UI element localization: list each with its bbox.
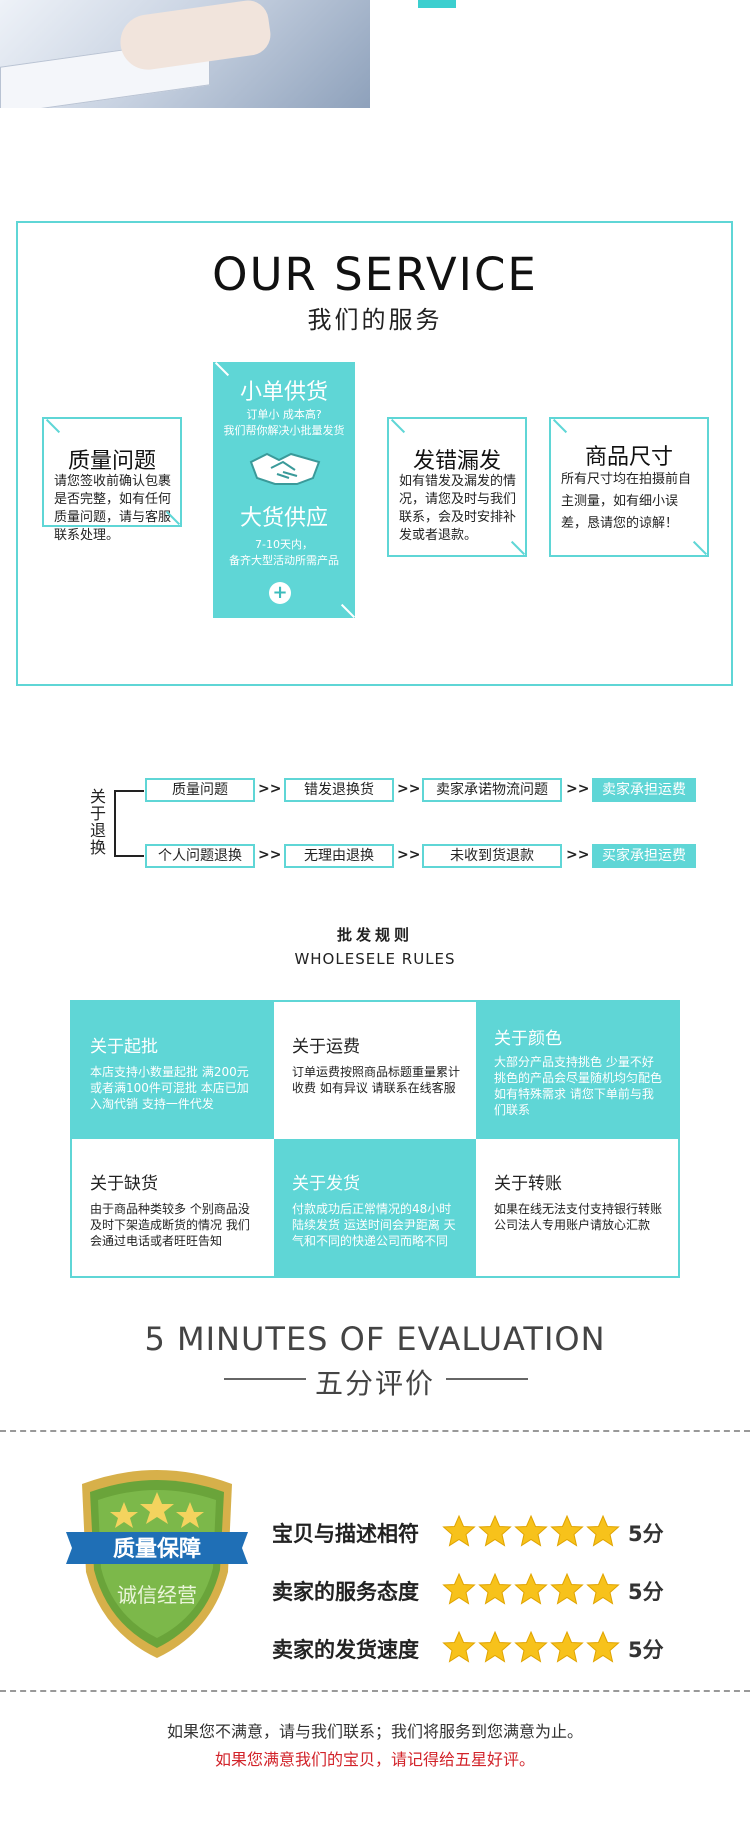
cell-heading: 关于起批: [90, 1037, 158, 1057]
star-icon: [478, 1630, 512, 1663]
star-icon: [550, 1630, 584, 1663]
star-icon: [478, 1514, 512, 1547]
wholesale-cell: 关于缺货 由于商品种类较多 个别商品没及时下架造成断货的情况 我们会通过电话或者…: [72, 1139, 274, 1276]
flow-row1-result: 卖家承担运费: [592, 778, 696, 802]
keyboard-photo: [0, 0, 370, 108]
rating-label: 卖家的发货速度: [272, 1638, 419, 1662]
rating-label: 卖家的服务态度: [272, 1580, 419, 1604]
flow-row2-step3: 未收到货退款: [422, 844, 562, 868]
flow-row1-step3: 卖家承诺物流问题: [422, 778, 562, 802]
service-title: OUR SERVICE: [212, 248, 538, 301]
badge-top-text: 质量保障: [113, 1536, 201, 1562]
wholesale-title: 批发规则: [336, 926, 413, 944]
badge-bottom-text: 诚信经营: [117, 1583, 197, 1607]
cell-body: 大部分产品支持挑色 少量不好挑色的产品会尽量随机均匀配色 如有特殊需求 请您下单…: [494, 1055, 663, 1117]
evaluation-subtitle: 五分评价: [314, 1367, 435, 1400]
cell-heading: 关于颜色: [494, 1029, 562, 1049]
rating-score: 5分: [628, 1522, 664, 1546]
wholesale-cell: 关于起批 本店支持小数量起批 满200元或者满100件可混批 本店已加入淘代销 …: [72, 1002, 274, 1139]
bracket-line: [114, 855, 144, 857]
star-icon: [442, 1572, 476, 1605]
wholesale-cell: 关于颜色 大部分产品支持挑色 少量不好挑色的产品会尽量随机均匀配色 如有特殊需求…: [476, 1002, 678, 1139]
cell-body: 订单运费按照商品标题重量累计收费 如有异议 请联系在线客服: [292, 1065, 461, 1095]
star-icon: [586, 1572, 620, 1605]
service-subtitle: 我们的服务: [307, 306, 443, 334]
quality-badge-icon: 质量保障 诚信经营: [66, 1470, 248, 1658]
center-top-title: 小单供货: [239, 380, 328, 405]
cell-body: 本店支持小数量起批 满200元或者满100件可混批 本店已加入淘代销 支持一件代…: [90, 1065, 249, 1111]
wholesale-cell: 关于转账 如果在线无法支付支持银行转账 公司法人专用账户请放心汇款: [476, 1139, 678, 1276]
star-icon: [586, 1630, 620, 1663]
hand-shape: [116, 0, 274, 74]
divider-line: [446, 1378, 528, 1380]
star-icon: [478, 1572, 512, 1605]
center-bottom-title: 大货供应: [239, 506, 328, 531]
wholesale-cell: 关于发货 付款成功后正常情况的48小时陆续发货 运送时间会尹距离 天气和不同的快…: [274, 1139, 476, 1276]
star-icon: [550, 1572, 584, 1605]
rating-stars: [442, 1514, 622, 1548]
flow-row2-result: 买家承担运费: [592, 844, 696, 868]
card-body: 所有尺寸均在拍摄前自主测量，如有细小误差，恳请您的谅解！: [561, 472, 692, 531]
flow-row2-step2: 无理由退换: [284, 844, 394, 868]
star-icon: [514, 1514, 548, 1547]
cell-heading: 关于转账: [494, 1174, 562, 1194]
center-bottom-line2: 备齐大型活动所需产品: [229, 554, 339, 567]
evaluation-title: 5 MINUTES OF EVALUATION: [144, 1320, 606, 1358]
bracket-line: [114, 790, 144, 792]
flow-arrow: >>: [258, 781, 282, 797]
footer-note: 如果您不满意，请与我们联系；我们将服务到您满意为止。: [166, 1722, 583, 1741]
card-body: 请您签收前确认包裹是否完整，如有任何质量问题，请与客服联系处理。: [54, 474, 172, 543]
dashed-divider: [0, 1430, 750, 1432]
wholesale-cell: 关于运费 订单运费按照商品标题重量累计收费 如有异议 请联系在线客服: [274, 1002, 476, 1139]
plus-icon[interactable]: +: [269, 582, 291, 604]
star-icon: [514, 1572, 548, 1605]
center-top-line1: 订单小 成本高?: [246, 408, 322, 421]
flow-arrow: >>: [397, 781, 421, 797]
star-icon: [442, 1630, 476, 1663]
cell-body: 付款成功后正常情况的48小时陆续发货 运送时间会尹距离 天气和不同的快递公司而略…: [292, 1202, 456, 1248]
rating-stars: [442, 1572, 622, 1606]
service-card-size: 商品尺寸 所有尺寸均在拍摄前自主测量，如有细小误差，恳请您的谅解！: [549, 417, 709, 557]
service-card-supply: 小单供货 订单小 成本高? 我们帮你解决小批量发货 大货供应 7-10天内， 备…: [213, 361, 356, 619]
return-label: 关于退换: [89, 787, 106, 857]
star-icon: [442, 1514, 476, 1547]
rating-label: 宝贝与描述相符: [272, 1522, 419, 1546]
cell-heading: 关于运费: [292, 1037, 360, 1057]
cell-heading: 关于发货: [292, 1174, 360, 1194]
center-bottom-line1: 7-10天内，: [255, 538, 313, 551]
flow-arrow: >>: [258, 847, 282, 863]
rating-score: 5分: [628, 1638, 664, 1662]
cell-body: 由于商品种类较多 个别商品没及时下架造成断货的情况 我们会通过电话或者旺旺告知: [90, 1202, 250, 1248]
card-body: 如有错发及漏发的情况，请您及时与我们联系，会及时安排补发或者退款。: [399, 474, 517, 543]
card-title: 商品尺寸: [584, 445, 673, 470]
accent-bar: [418, 0, 456, 8]
rating-stars: [442, 1630, 622, 1664]
flow-row1-step2: 错发退换货: [284, 778, 394, 802]
flow-row2-step1: 个人问题退换: [145, 844, 255, 868]
bracket-line: [114, 790, 116, 856]
cell-heading: 关于缺货: [90, 1174, 158, 1194]
flow-arrow: >>: [566, 781, 590, 797]
wholesale-grid: 关于起批 本店支持小数量起批 满200元或者满100件可混批 本店已加入淘代销 …: [70, 1000, 680, 1278]
flow-arrow: >>: [397, 847, 421, 863]
card-title: 质量问题: [67, 449, 156, 474]
center-top-line2: 我们帮你解决小批量发货: [223, 424, 345, 437]
dashed-divider: [0, 1690, 750, 1692]
flow-row1-step1: 质量问题: [145, 778, 255, 802]
star-icon: [586, 1514, 620, 1547]
service-card-wrong-shipment: 发错漏发 如有错发及漏发的情况，请您及时与我们联系，会及时安排补发或者退款。: [387, 417, 527, 557]
flow-arrow: >>: [566, 847, 590, 863]
card-title: 发错漏发: [412, 449, 501, 474]
cell-body: 如果在线无法支付支持银行转账 公司法人专用账户请放心汇款: [494, 1202, 663, 1232]
wholesale-subtitle: WHOLESELE RULES: [294, 950, 456, 968]
service-frame: [16, 221, 733, 686]
rating-score: 5分: [628, 1580, 664, 1604]
divider-line: [224, 1378, 306, 1380]
footer-note-red: 如果您满意我们的宝贝，请记得给五星好评。: [214, 1750, 535, 1769]
service-card-quality: 质量问题 请您签收前确认包裹是否完整，如有任何质量问题，请与客服联系处理。: [42, 417, 182, 543]
handshake-icon: [249, 452, 321, 485]
star-icon: [550, 1514, 584, 1547]
star-icon: [514, 1630, 548, 1663]
